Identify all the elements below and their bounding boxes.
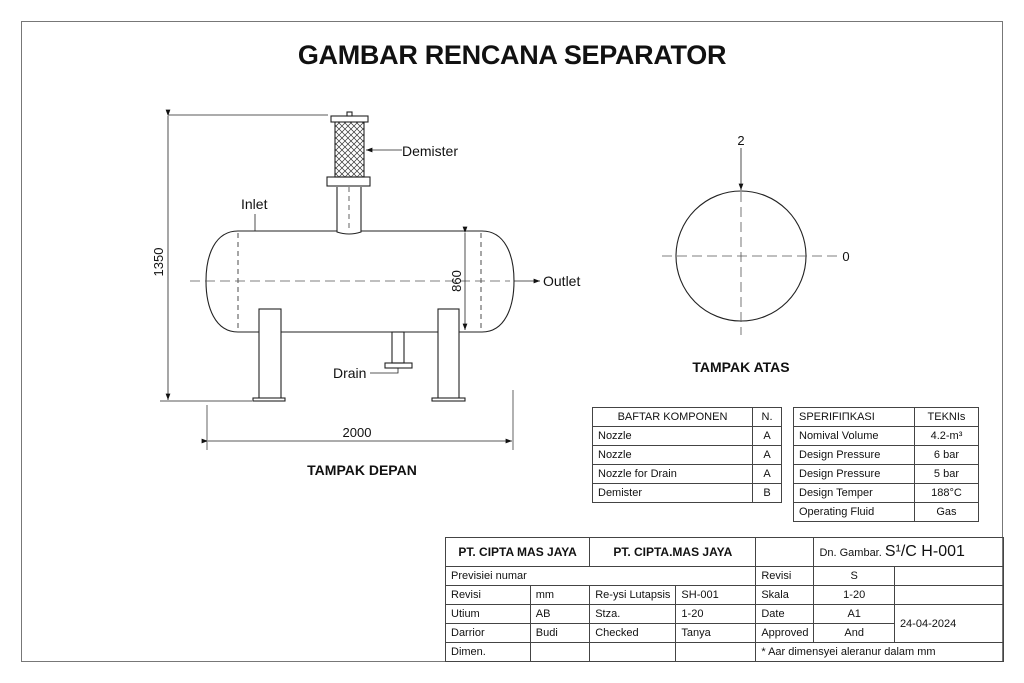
drawing-no: S¹/C H-001 xyxy=(884,543,965,560)
cell: Date xyxy=(755,604,815,624)
cell: Revisi xyxy=(445,585,531,605)
cell: Revisi xyxy=(755,566,815,586)
revision-number-label: Previsiei numar xyxy=(444,566,757,586)
vessel-shell xyxy=(205,230,515,333)
drawing-title: GAMBAR RENCANA SEPARATOR xyxy=(297,40,727,70)
top-view-mark-0: 0 xyxy=(842,249,849,264)
spec-name: Design Pressure xyxy=(793,445,915,465)
top-view-mark-2: 2 xyxy=(737,133,744,148)
drawing-no-label: Dn. Gambar. xyxy=(819,547,882,559)
demister-mesh xyxy=(334,120,365,178)
cell: 1-20 xyxy=(813,585,895,605)
cell: SH-001 xyxy=(675,585,757,605)
cell: Dimen. xyxy=(445,642,531,662)
cell: Tanya xyxy=(675,623,757,643)
component-header: BAFTAR KOMPONEN xyxy=(592,407,753,427)
diameter-dimension: 860 xyxy=(449,270,464,292)
date-value: 24-04-2024 xyxy=(893,604,1005,643)
cell: mm xyxy=(529,585,591,605)
cell: Stza. xyxy=(589,604,677,624)
spec-value: 188°C xyxy=(913,483,980,503)
spec-header: SPERIFIΠKASI xyxy=(793,407,915,427)
component-n: A xyxy=(752,426,782,446)
cell: Skala xyxy=(755,585,815,605)
cell: Checked xyxy=(589,623,677,643)
title-block: PT. CIPTA MAS JAYA PT. CIPTA.MAS JAYA Dn… xyxy=(444,537,1005,662)
inlet-label: Inlet xyxy=(241,196,268,212)
drawing-frame xyxy=(21,21,1003,662)
component-n: A xyxy=(752,464,782,484)
cell: AB xyxy=(529,604,591,624)
spec-name: Operating Fluid xyxy=(793,502,915,522)
top-view-label: TAMPAK ATAS xyxy=(692,359,789,375)
spec-name: Design Temper xyxy=(793,483,915,503)
company-name-2: PT. CIPTA.MAS JAYA xyxy=(589,537,757,567)
cell: S xyxy=(813,566,895,586)
drain-label: Drain xyxy=(333,365,366,381)
demister-label: Demister xyxy=(402,143,458,159)
length-dimension: 2000 xyxy=(343,425,372,440)
right-leg xyxy=(437,308,460,400)
spec-name: Design Pressure xyxy=(793,464,915,484)
spec-value: 4.2-m³ xyxy=(913,426,980,446)
outlet-label: Outlet xyxy=(543,273,580,289)
spec-value: Gas xyxy=(913,502,980,522)
cell: Budi xyxy=(529,623,591,643)
spec-value: 5 bar xyxy=(913,464,980,484)
front-view-label: TAMPAK DEPAN xyxy=(307,462,417,478)
spec-value: 6 bar xyxy=(913,445,980,465)
component-name: Nozzle xyxy=(592,445,753,465)
component-n: A xyxy=(752,445,782,465)
cell: And xyxy=(813,623,895,643)
component-n: B xyxy=(752,483,782,503)
spec-header-value: TEKNIs xyxy=(913,407,980,427)
dimension-note: * Aar dimensyei aleranur dalam mm xyxy=(755,642,1004,662)
component-name: Nozzle xyxy=(592,426,753,446)
company-name: PT. CIPTA MAS JAYA xyxy=(444,537,591,567)
cell: Utium xyxy=(445,604,531,624)
left-leg xyxy=(258,308,282,400)
cell: Approved xyxy=(755,623,815,643)
component-header-n: N. xyxy=(752,407,782,427)
height-dimension: 1350 xyxy=(151,248,166,277)
component-name: Nozzle for Drain xyxy=(592,464,753,484)
cell: 1-20 xyxy=(675,604,757,624)
cell: A1 xyxy=(813,604,895,624)
cell: Re-ysi Lutapsis xyxy=(589,585,677,605)
cell: Darrior xyxy=(445,623,531,643)
spec-name: Nomival Volume xyxy=(793,426,915,446)
component-name: Demister xyxy=(592,483,753,503)
